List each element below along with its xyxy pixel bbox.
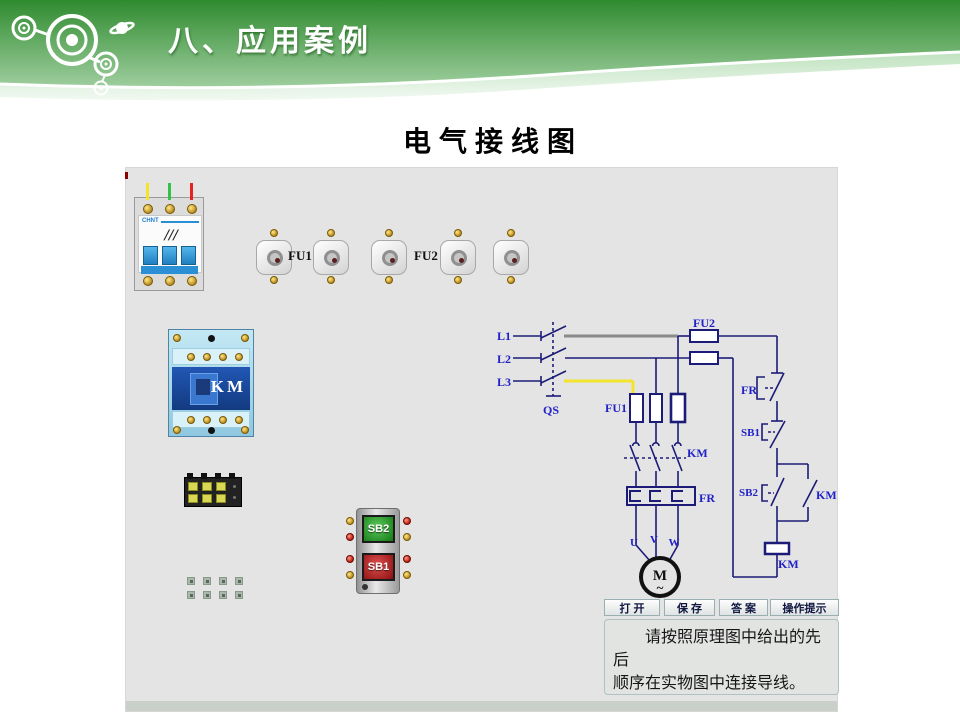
contactor-terminal-screw[interactable]	[235, 416, 243, 424]
panel-bottom-strip	[126, 701, 837, 711]
station-screw[interactable]	[346, 555, 354, 563]
header-decoration	[0, 0, 960, 101]
contactor-terminal-strip-top	[172, 348, 250, 365]
fuse-holder[interactable]	[492, 228, 530, 286]
contactor-screw[interactable]	[173, 426, 181, 434]
green-wire[interactable]	[168, 183, 171, 200]
breaker-terminal-screw[interactable]	[165, 276, 175, 286]
sb1-red-button[interactable]: SB1	[362, 553, 395, 581]
contactor-terminal-screw[interactable]	[187, 416, 195, 424]
breaker-terminal-screw[interactable]	[165, 204, 175, 214]
breaker-marking: ╱╱╱	[164, 230, 178, 240]
answer-button[interactable]: 答 案	[719, 599, 768, 616]
fuse-screw[interactable]	[385, 276, 393, 284]
fuse-body[interactable]	[371, 240, 407, 275]
fuse-group-label-fu2: FU2	[414, 248, 438, 263]
fuse-holder[interactable]	[370, 228, 408, 286]
contactor-screw[interactable]	[173, 334, 181, 342]
breaker-terminal-screw[interactable]	[143, 276, 153, 286]
fuse-screw[interactable]	[454, 276, 462, 284]
red-marker	[125, 172, 128, 179]
contactor-terminal-screw[interactable]	[187, 353, 195, 361]
fuse-holder[interactable]	[255, 228, 293, 286]
station-screw[interactable]	[346, 533, 354, 541]
breaker-face: CHNT ╱╱╱	[138, 215, 202, 274]
wiring-app-panel: CHNT ╱╱╱ FU1 FU2	[125, 167, 839, 712]
breaker-blue-line	[161, 221, 199, 223]
instruction-line2: 顺序在实物图中连接导线。	[613, 675, 806, 693]
fuse-screw[interactable]	[270, 276, 278, 284]
contactor-screw[interactable]	[241, 426, 249, 434]
breaker-terminal-screw[interactable]	[187, 204, 197, 214]
instruction-box: 请按照原理图中给出的先后 顺序在实物图中连接导线。	[604, 619, 839, 695]
hint-button[interactable]: 操作提示	[770, 599, 839, 616]
fuse-body[interactable]	[313, 240, 349, 275]
contactor-terminal-screw[interactable]	[219, 416, 227, 424]
fuse-screw[interactable]	[454, 229, 462, 237]
spare-screw[interactable]	[235, 591, 243, 599]
contactor-dot	[208, 427, 215, 434]
fuse-screw[interactable]	[385, 229, 393, 237]
breaker-terminal-screw[interactable]	[187, 276, 197, 286]
terminal-block-component[interactable]	[184, 473, 242, 507]
station-screw[interactable]	[346, 571, 354, 579]
fuse-screw[interactable]	[327, 229, 335, 237]
fuse-body[interactable]	[440, 240, 476, 275]
contactor-terminal-strip-bottom	[172, 411, 250, 428]
slide-title: 八、应用案例	[168, 25, 372, 58]
station-screw[interactable]	[346, 517, 354, 525]
spare-screw[interactable]	[203, 577, 211, 585]
station-screw[interactable]	[403, 555, 411, 563]
contactor-terminal-screw[interactable]	[219, 353, 227, 361]
fuse-body[interactable]	[256, 240, 292, 275]
breaker-toggle[interactable]	[162, 246, 177, 265]
station-screw[interactable]	[403, 517, 411, 525]
contactor-terminal-screw[interactable]	[203, 353, 211, 361]
breaker-terminal-screw[interactable]	[143, 204, 153, 214]
breaker-handle-bar[interactable]	[141, 266, 198, 274]
contactor-component[interactable]: KM	[168, 329, 254, 437]
spare-screw[interactable]	[219, 577, 227, 585]
contactor-terminal-screw[interactable]	[235, 353, 243, 361]
contactor-terminal-screw[interactable]	[203, 416, 211, 424]
spare-screw[interactable]	[187, 577, 195, 585]
saturn-icon	[109, 21, 135, 35]
sb2-green-button[interactable]: SB2	[362, 515, 395, 543]
fuse-screw[interactable]	[327, 276, 335, 284]
circuit-breaker-component[interactable]: CHNT ╱╱╱	[134, 183, 204, 291]
save-button[interactable]: 保 存	[664, 599, 715, 616]
fuse-holder[interactable]	[439, 228, 477, 286]
spare-screw[interactable]	[219, 591, 227, 599]
fuse-screw[interactable]	[507, 229, 515, 237]
contactor-label: KM	[210, 377, 246, 396]
breaker-brand-label: CHNT	[142, 218, 159, 224]
spare-screw[interactable]	[187, 591, 195, 599]
breaker-toggle[interactable]	[181, 246, 196, 265]
spare-screw[interactable]	[203, 591, 211, 599]
breaker-toggle[interactable]	[143, 246, 158, 265]
station-mounting-dot	[362, 584, 368, 590]
spare-screw[interactable]	[235, 577, 243, 585]
instruction-line1: 请按照原理图中给出的先后	[613, 629, 822, 670]
station-screw[interactable]	[403, 533, 411, 541]
page-title: 电气接线图	[403, 126, 584, 157]
circles-logo-icon	[11, 14, 119, 96]
pushbutton-station[interactable]: SB2 SB1	[346, 508, 411, 594]
yellow-wire[interactable]	[146, 183, 149, 200]
red-wire[interactable]	[190, 183, 193, 200]
contactor-body: KM	[172, 367, 250, 410]
slide-header: 八、应用案例	[0, 0, 960, 102]
contactor-dot	[208, 335, 215, 342]
station-screw[interactable]	[403, 571, 411, 579]
fuse-group-label-fu1: FU1	[288, 248, 312, 263]
fuse-screw[interactable]	[270, 229, 278, 237]
fuse-body[interactable]	[493, 240, 529, 275]
open-button[interactable]: 打 开	[604, 599, 660, 616]
fuse-screw[interactable]	[507, 276, 515, 284]
contactor-mechanism-inner	[196, 379, 210, 395]
fuse-holder[interactable]	[312, 228, 350, 286]
contactor-screw[interactable]	[241, 334, 249, 342]
